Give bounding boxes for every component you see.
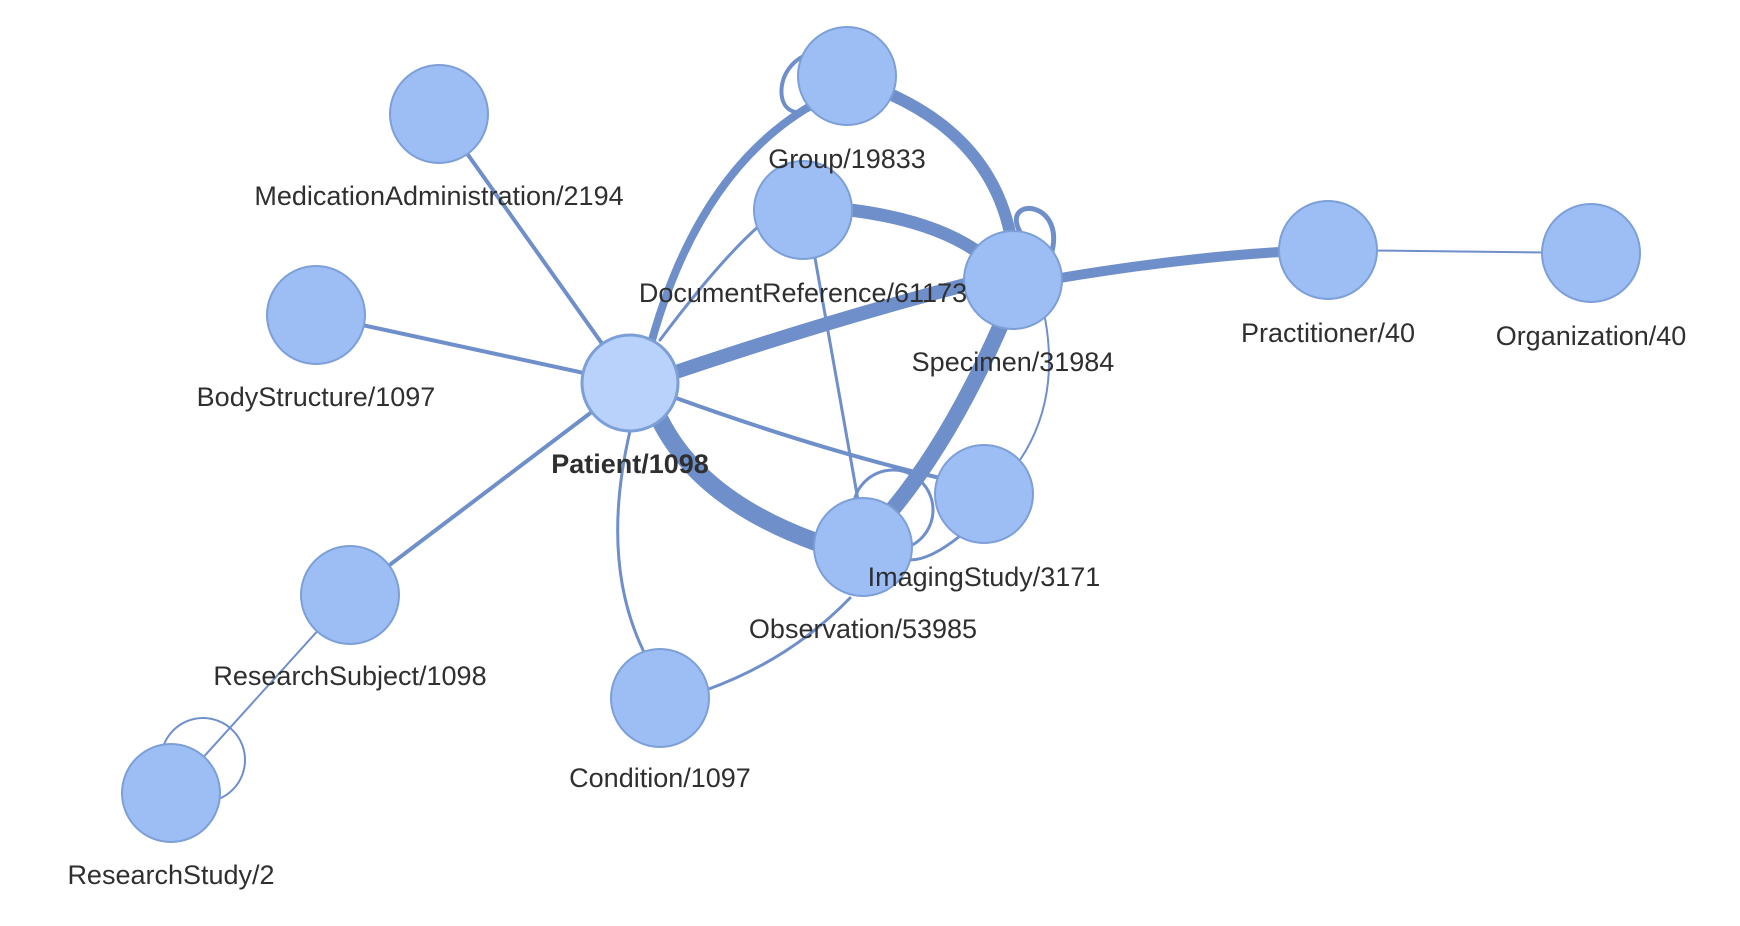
node-label-medication-administration: MedicationAdministration/2194 [254, 181, 623, 211]
edge-condition-to-observation [704, 596, 852, 692]
edge-document-reference-to-observation [813, 256, 860, 502]
edge-body-structure-to-patient [314, 313, 632, 385]
labels-layer: Patient/1098 MedicationAdministration/219… [67, 144, 1686, 890]
node-observation[interactable] [813, 497, 913, 597]
edge-imaging-study-to-patient [674, 396, 942, 480]
node-document-reference[interactable] [753, 160, 853, 260]
edge-group-to-patient [648, 101, 816, 344]
node-label-document-reference: DocumentReference/61173 [639, 278, 967, 308]
node-label-practitioner: Practitioner/40 [1241, 318, 1415, 348]
edge-specimen-to-specimen [1013, 205, 1057, 261]
node-label-condition: Condition/1097 [569, 763, 751, 793]
node-label-observation: Observation/53985 [749, 614, 977, 644]
node-label-patient: Patient/1098 [551, 449, 709, 479]
edge-imaging-study-to-observation [908, 534, 962, 562]
node-label-specimen: Specimen/31984 [912, 347, 1115, 377]
node-research-subject[interactable] [300, 545, 400, 645]
node-condition[interactable] [610, 648, 710, 748]
node-practitioner[interactable] [1278, 200, 1378, 300]
node-label-organization: Organization/40 [1496, 321, 1687, 351]
node-research-study[interactable] [121, 743, 221, 843]
node-label-group: Group/19833 [768, 144, 926, 174]
node-patient[interactable] [580, 333, 680, 433]
node-label-imaging-study: ImagingStudy/3171 [868, 562, 1101, 592]
edge-specimen-to-imaging-study [1019, 317, 1051, 461]
node-organization[interactable] [1541, 203, 1641, 303]
node-imaging-study[interactable] [934, 444, 1034, 544]
node-body-structure[interactable] [266, 265, 366, 365]
node-group[interactable] [797, 26, 897, 126]
edge-document-reference-to-specimen [843, 203, 982, 257]
edge-specimen-to-observation [884, 319, 1008, 518]
node-label-research-subject: ResearchSubject/1098 [213, 661, 486, 691]
edge-research-subject-to-patient [348, 381, 632, 597]
node-specimen[interactable] [963, 230, 1063, 330]
node-medication-administration[interactable] [389, 64, 489, 164]
node-label-research-study: ResearchStudy/2 [67, 860, 274, 890]
edge-medication-administration-to-patient [437, 112, 632, 385]
nodes-layer [121, 26, 1641, 843]
node-label-body-structure: BodyStructure/1097 [197, 382, 436, 412]
edge-condition-to-patient [616, 429, 645, 652]
edge-group-to-specimen [886, 89, 1016, 239]
edge-specimen-to-practitioner [1055, 247, 1285, 283]
edge-document-reference-to-patient [658, 223, 762, 342]
edge-observation-to-patient [651, 411, 825, 551]
edge-specimen-to-patient [669, 278, 972, 379]
